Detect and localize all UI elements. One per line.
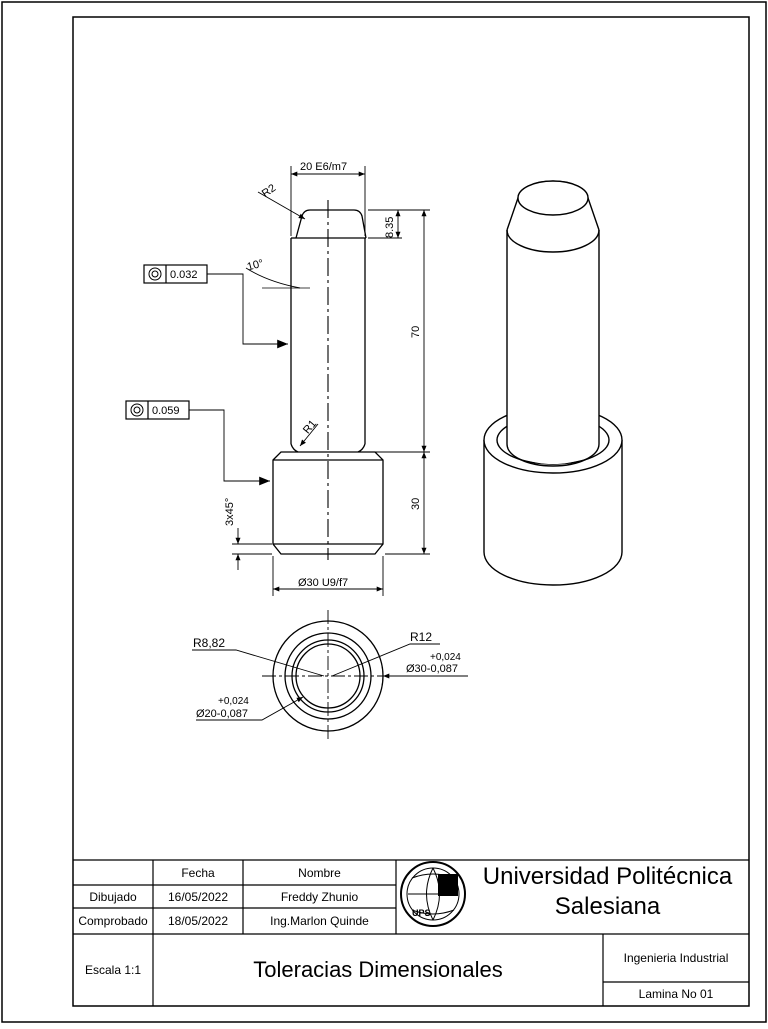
left-fillet [290, 443, 299, 453]
header-nombre: Nombre [298, 865, 341, 880]
university-name-line2: Salesiana [554, 893, 661, 920]
university-name-line1: Universidad Politécnica [482, 863, 733, 890]
r2-label: R2 [260, 182, 278, 200]
tolerance-leader-1 [207, 273, 288, 349]
sheet-number: Lamina No 01 [638, 987, 714, 1001]
r882-label: R8,82 [193, 636, 225, 650]
isometric-view [483, 180, 623, 586]
r12-leader [331, 643, 440, 677]
front-view [272, 200, 384, 560]
base-height-label: 30 [410, 498, 422, 510]
base-dia-label: Ø30 U9/f7 [298, 577, 348, 589]
outer-dia-label: Ø30-0,087 [406, 663, 458, 675]
tolerance-frame-2: 0.059 [125, 400, 190, 420]
header-fecha: Fecha [181, 865, 215, 880]
row-dibujado-nombre: Freddy Zhunio [280, 889, 359, 904]
shaft-length-label: 70 [410, 326, 422, 338]
right-fillet [357, 443, 366, 453]
scale-label: Escala 1:1 [84, 963, 142, 977]
front-dimensions [189, 166, 430, 596]
concentricity-icon [130, 403, 144, 417]
university-logo-icon: UPS [400, 861, 466, 927]
inner-dia-upper-label: +0,024 [218, 696, 249, 707]
r1-leader [299, 423, 319, 447]
shaft-head [295, 209, 367, 239]
top-width-label: 20 E6/m7 [300, 161, 347, 173]
r2-leader [257, 191, 306, 220]
row-comprobado-label: Comprobado [78, 914, 148, 928]
inner-border [72, 16, 750, 1007]
iso-tip-face [517, 180, 589, 216]
r12-label: R12 [410, 630, 432, 644]
department-label: Ingenieria Industrial [623, 951, 729, 965]
concentricity-icon [148, 267, 162, 281]
section-view [192, 610, 468, 742]
row-dibujado-fecha: 16/05/2022 [167, 889, 229, 904]
r1-label: R1 [301, 418, 319, 436]
base-chamfer-label: 3x45° [224, 498, 236, 526]
logo-text: UPS [412, 908, 431, 918]
row-comprobado-fecha: 18/05/2022 [167, 914, 229, 928]
title-block-grid [73, 859, 749, 1006]
r882-leader [192, 649, 325, 677]
drawing-title: Toleracias Dimensionales [253, 957, 503, 982]
row-dibujado-label: Dibujado [89, 889, 137, 904]
tolerance-frame-1: 0.032 [143, 264, 208, 284]
angle-arc [245, 267, 301, 289]
inner-dia-leader [196, 696, 304, 721]
outer-dia-upper-label: +0,024 [430, 652, 461, 663]
angle-label: 10° [246, 258, 265, 274]
row-comprobado-nombre: Ing.Marlon Quinde [270, 914, 369, 928]
tolerance-value-2: 0.059 [152, 405, 180, 417]
iso-base-side [483, 440, 623, 586]
tolerance-leader-2 [189, 409, 270, 486]
tolerance-value-1: 0.032 [170, 269, 198, 281]
top-height-label: 8.35 [384, 217, 396, 238]
inner-dia-label: Ø20-0,087 [196, 708, 248, 720]
